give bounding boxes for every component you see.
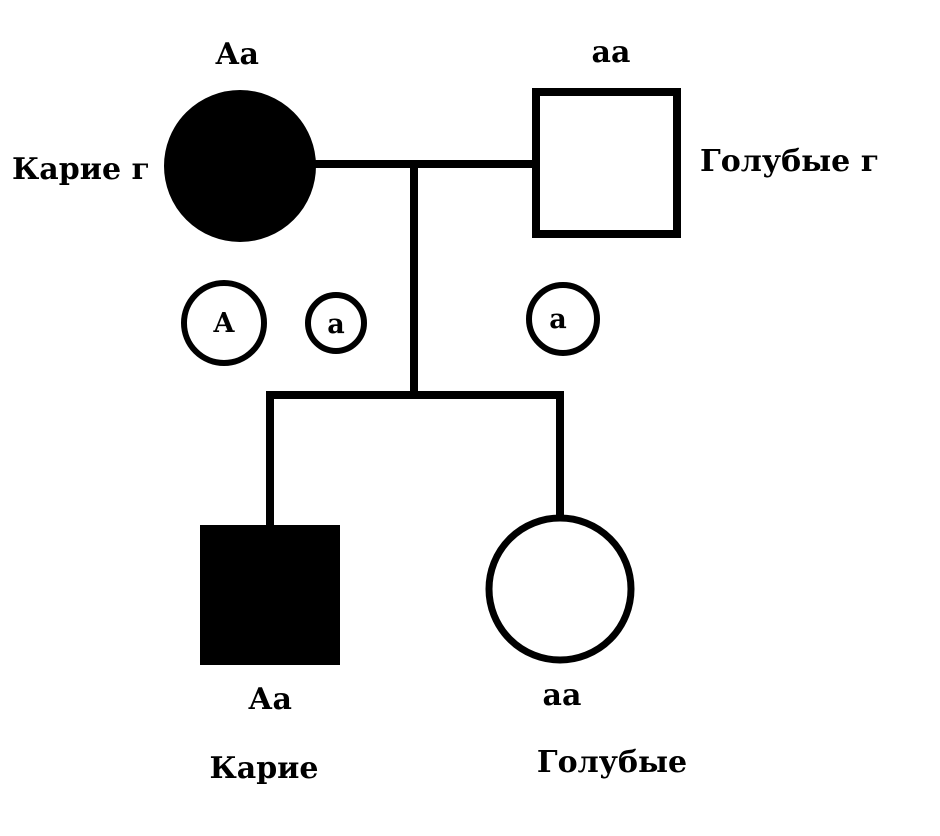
son-symbol (200, 525, 340, 665)
daughter-genotype: аа (543, 678, 582, 713)
son-phenotype: Карие (209, 751, 318, 786)
mother-phenotype: Карие г (12, 152, 150, 187)
gamete-label-father-1: а (549, 304, 567, 335)
father-genotype: аа (592, 35, 631, 70)
father-symbol (532, 88, 681, 238)
son-genotype: Аа (248, 682, 292, 717)
gamete-circle-father-1 (526, 282, 600, 356)
father-phenotype: Голубые г (700, 144, 879, 179)
gamete-circle-mother-2 (305, 292, 367, 354)
mother-symbol (164, 90, 316, 242)
gamete-circle-mother-1 (181, 280, 267, 366)
gamete-label-mother-1: А (213, 308, 235, 339)
mother-genotype: Аа (215, 37, 259, 72)
daughter-symbol (485, 514, 635, 664)
daughter-phenotype: Голубые (537, 745, 687, 780)
gamete-label-mother-2: а (327, 309, 345, 340)
pedigree-lines (266, 160, 564, 531)
